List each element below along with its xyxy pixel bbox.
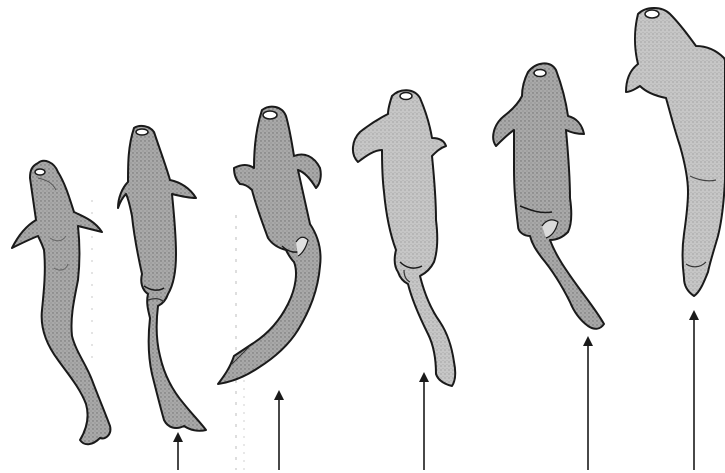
arrow-5 (689, 310, 699, 470)
shark-silhouette-3 (218, 107, 321, 384)
eye-6 (645, 10, 659, 18)
eye-1 (35, 169, 45, 175)
eye-2 (136, 129, 148, 135)
arrow-2 (274, 390, 284, 470)
eye-3 (263, 111, 277, 119)
shark-silhouette-6 (626, 8, 725, 296)
shark-silhouette-5 (493, 63, 604, 328)
eye-4 (400, 93, 412, 100)
shark-silhouette-4 (353, 90, 455, 386)
arrow-1 (173, 432, 183, 470)
arrow-4 (583, 336, 593, 470)
shark-silhouette-2 (118, 126, 206, 431)
arrow-3 (419, 372, 429, 470)
shark-silhouette-1 (12, 161, 110, 444)
eye-5 (534, 70, 546, 77)
